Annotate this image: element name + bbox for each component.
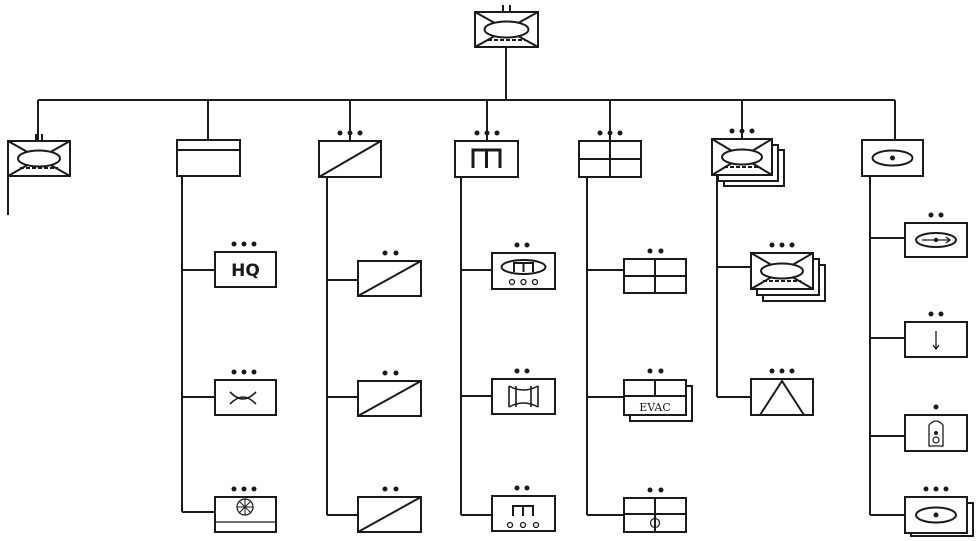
- col1-armor-unit-symbol: [7, 134, 71, 215]
- col6-branch-lines: [716, 175, 751, 398]
- evac-label: EVAC: [639, 401, 671, 414]
- col2-headquarters-symbol: [176, 139, 241, 177]
- col6-recon-symbol: [750, 368, 814, 416]
- top-armor-unit-symbol: [474, 5, 539, 48]
- col6-armor-group-symbol: [711, 128, 785, 187]
- col4-branch-lines: [460, 177, 492, 516]
- col5-medical-support-symbol: [623, 487, 687, 533]
- col3-company-symbol-1: [357, 250, 422, 297]
- col3-branch-lines: [326, 177, 358, 516]
- col5-evacuation-symbol: EVAC: [623, 368, 693, 422]
- col7-company-symbol-1: [904, 212, 968, 258]
- col2-support-unit-symbol: [214, 486, 277, 533]
- col4-engineer-armored-symbol: [491, 242, 556, 290]
- col7-branch-lines: [869, 176, 905, 516]
- col7-company-symbol-4: [904, 486, 974, 537]
- col4-engineer-wheeled-symbol: [491, 485, 556, 532]
- col2-hq-company-symbol: HQ: [214, 241, 277, 288]
- main-connectors: [37, 47, 896, 140]
- col6-armor-company-group-symbol: [750, 242, 826, 302]
- col5-medical-company-symbol: [623, 248, 687, 294]
- col2-signal-unit-symbol: [214, 369, 277, 416]
- col7-battalion-symbol: [861, 139, 924, 177]
- hq-label: HQ: [231, 261, 260, 281]
- col7-company-symbol-2: [904, 311, 968, 358]
- col2-branch-lines: [181, 176, 215, 513]
- col5-medical-battalion-symbol: [578, 130, 642, 178]
- col3-company-symbol-2: [357, 370, 422, 417]
- col3-battalion-symbol: [318, 130, 382, 178]
- col7-company-symbol-3: [904, 404, 968, 452]
- col4-bridge-engineer-symbol: [491, 368, 556, 415]
- col5-branch-lines: [586, 177, 624, 516]
- col4-engineer-battalion-symbol: [454, 130, 519, 178]
- col3-company-symbol-3: [357, 486, 422, 533]
